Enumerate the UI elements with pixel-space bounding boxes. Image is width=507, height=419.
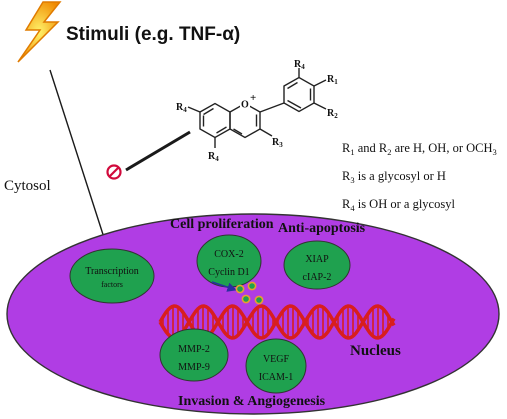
- tf-dot: [235, 284, 245, 294]
- cation-charge: +: [250, 92, 256, 104]
- svg-text:ICAM-1: ICAM-1: [259, 372, 293, 383]
- r1-label: R1: [327, 74, 338, 86]
- substituent-legend: R1 and R2 are H, OH, or OCH3 R3 is a gly…: [342, 141, 497, 213]
- svg-text:MMP-9: MMP-9: [178, 362, 210, 373]
- legend-line-2: R3 is a glycosyl or H: [342, 169, 446, 185]
- signal-arrow: [49, 69, 110, 251]
- transcription-factor-dots: [235, 281, 264, 305]
- svg-text:VEGF: VEGF: [263, 354, 290, 365]
- oxygen-atom: O: [241, 100, 249, 111]
- r4-left-label: R4: [176, 102, 187, 114]
- node-mmp: MMP-2 MMP-9: [159, 328, 229, 382]
- tf-dot: [254, 295, 264, 305]
- invasion-angiogenesis-heading: Invasion & Angiogenesis: [178, 394, 326, 409]
- svg-text:cIAP-2: cIAP-2: [303, 272, 332, 283]
- r3-label: R3: [272, 137, 283, 149]
- legend-line-3: R4 is OH or a glycosyl: [342, 197, 455, 213]
- stimulus-label: Stimuli (e.g. TNF-α): [66, 24, 240, 45]
- r4-bottom-label: R4: [208, 151, 219, 163]
- legend-line-1: R1 and R2 are H, OH, or OCH3: [342, 141, 497, 157]
- cytosol-label: Cytosol: [4, 178, 51, 194]
- nucleus-label: Nucleus: [350, 343, 401, 359]
- cell-proliferation-heading: Cell proliferation: [170, 217, 274, 232]
- inhibition-icon: [106, 164, 122, 180]
- svg-text:COX-2: COX-2: [214, 249, 243, 260]
- tf-dot: [241, 294, 251, 304]
- svg-text:XIAP: XIAP: [305, 254, 329, 265]
- lightning-icon: [17, 1, 62, 63]
- tf-dot: [247, 281, 257, 291]
- binding-arrow: [211, 281, 237, 292]
- node-vegf-icam: VEGF ICAM-1: [245, 338, 307, 394]
- svg-text:factors: factors: [101, 280, 123, 289]
- anti-apoptosis-heading: Anti-apoptosis: [278, 221, 366, 236]
- node-xiap-ciap: XIAP cIAP-2: [283, 240, 351, 290]
- svg-text:Transcription: Transcription: [85, 266, 139, 277]
- r2-label: R2: [327, 108, 338, 120]
- svg-text:Cyclin D1: Cyclin D1: [208, 267, 249, 278]
- inhibition-line: [125, 130, 191, 172]
- svg-text:MMP-2: MMP-2: [178, 344, 210, 355]
- node-cox2-cyclin: COX-2 Cyclin D1: [196, 234, 262, 288]
- anthocyanin-structure: [187, 68, 327, 148]
- r4-top-label: R4: [294, 59, 305, 71]
- node-transcription-factors: Transcription factors: [69, 248, 155, 304]
